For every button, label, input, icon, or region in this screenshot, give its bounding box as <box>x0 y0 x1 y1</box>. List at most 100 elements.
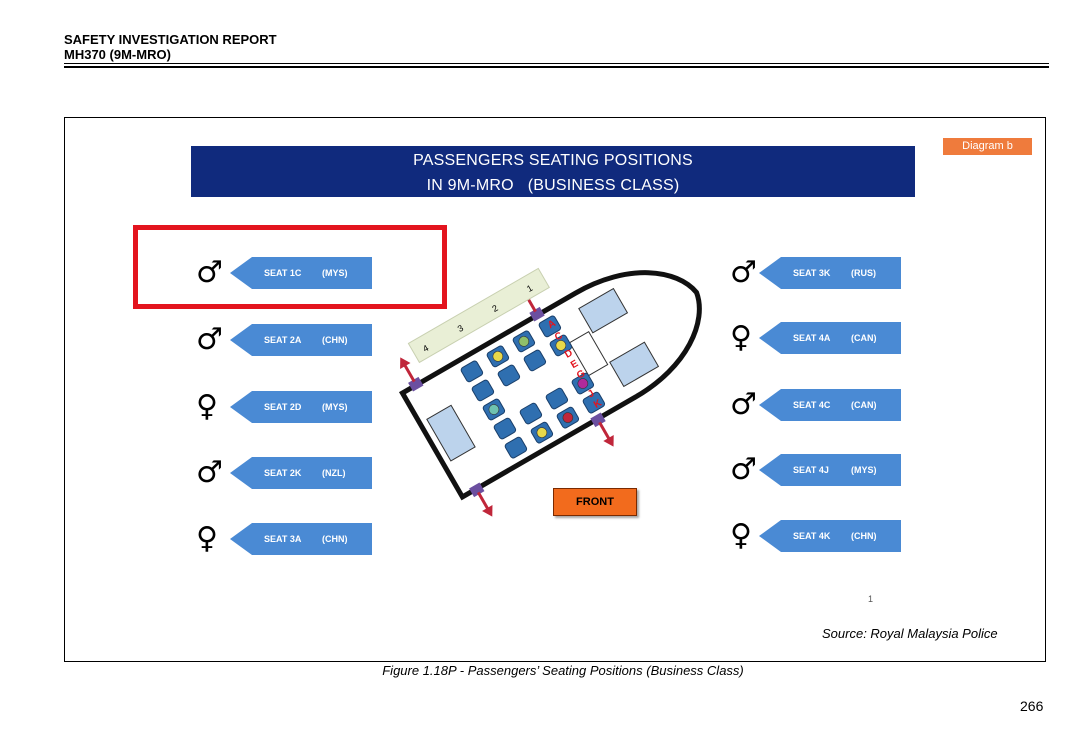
exit-door <box>529 306 545 322</box>
business-class-cabin-diagram: A C D E G J K 1 2 3 4 <box>399 267 702 517</box>
diagram-title-line1: PASSENGERS SEATING POSITIONS <box>413 152 693 169</box>
seat-tag: SEAT 2D (MYS) <box>230 391 372 423</box>
male-symbol-icon: ♂ <box>730 452 757 487</box>
exit-arrow <box>482 505 493 517</box>
header-rule-thin <box>64 63 1049 64</box>
cabin-seat <box>538 315 562 338</box>
seat-tag-arrow <box>230 324 372 356</box>
seat-nationality: (RUS) <box>851 268 876 278</box>
cabin-seat <box>471 379 495 402</box>
occupant-marker <box>518 336 530 347</box>
male-symbol-icon: ♂ <box>196 255 223 290</box>
seat-tag: SEAT 1C (MYS) <box>230 257 372 289</box>
page-number: 266 <box>1020 698 1044 714</box>
seat-nationality: (CAN) <box>851 333 877 343</box>
cabin-seat <box>582 391 606 414</box>
highlight-box-seat-1c <box>133 225 447 309</box>
seat-number: SEAT 4K <box>793 531 831 541</box>
seat-grid <box>460 315 606 459</box>
seat-tag-arrow <box>230 257 372 289</box>
occupant-marker <box>562 412 574 423</box>
male-symbol-icon: ♂ <box>730 387 757 422</box>
diagram-title-banner: PASSENGERS SEATING POSITIONS IN 9M-MRO (… <box>191 146 915 197</box>
seat-number: SEAT 4J <box>793 465 829 475</box>
seat-tag: SEAT 4A (CAN) <box>759 322 901 354</box>
report-header: SAFETY INVESTIGATION REPORT MH370 (9M-MR… <box>64 32 277 62</box>
exit-door <box>469 482 485 498</box>
female-symbol-icon: ♀ <box>730 518 752 553</box>
seat-tag: SEAT 2K (NZL) <box>230 457 372 489</box>
cabin-seat <box>460 360 484 383</box>
diagram-tag: Diagram b <box>943 138 1032 155</box>
report-title: SAFETY INVESTIGATION REPORT <box>64 32 277 47</box>
seat-nationality: (MYS) <box>851 465 877 475</box>
seat-tag: SEAT 2A (CHN) <box>230 324 372 356</box>
row-number-strip <box>407 267 550 364</box>
column-letter: J <box>586 388 596 400</box>
seat-nationality: (CHN) <box>322 335 348 345</box>
galley-block <box>578 287 629 334</box>
male-symbol-icon: ♂ <box>196 455 223 490</box>
seat-tag-arrow <box>230 523 372 555</box>
exit-door <box>590 412 606 428</box>
occupant-marker <box>555 340 567 351</box>
female-symbol-icon: ♀ <box>730 320 752 355</box>
seat-tag-arrow <box>759 454 901 486</box>
cabin-seat <box>504 436 528 459</box>
seat-number: SEAT 2A <box>264 335 302 345</box>
cabin-seat <box>519 402 543 425</box>
diagram-page-mark: 1 <box>868 594 874 604</box>
report-subtitle: MH370 (9M-MRO) <box>64 47 171 62</box>
seat-nationality: (CAN) <box>851 400 877 410</box>
seat-number: SEAT 3A <box>264 534 302 544</box>
exit-arrow <box>400 357 411 369</box>
header-rule-thick <box>64 66 1049 68</box>
cabin-seat <box>523 349 547 372</box>
row-number: 4 <box>421 343 430 354</box>
exit-door <box>408 376 424 392</box>
lavatory-block <box>568 330 609 377</box>
source-credit: Source: Royal Malaysia Police <box>822 626 998 641</box>
seat-nationality: (MYS) <box>322 402 348 412</box>
seat-number: SEAT 4A <box>793 333 831 343</box>
lavatory-block <box>426 404 476 462</box>
seat-number: SEAT 1C <box>264 268 302 278</box>
seat-nationality: (NZL) <box>322 468 346 478</box>
seat-number: SEAT 2K <box>264 468 302 478</box>
galley-block <box>609 341 660 388</box>
cabin-seat <box>493 417 517 440</box>
occupant-marker <box>492 351 504 362</box>
cabin-seat <box>497 364 521 387</box>
seat-tag: SEAT 4K (CHN) <box>759 520 901 552</box>
seat-tag-arrow <box>230 457 372 489</box>
female-symbol-icon: ♀ <box>196 521 218 556</box>
seat-number: SEAT 3K <box>793 268 831 278</box>
column-letter: E <box>569 358 581 371</box>
occupant-marker <box>488 404 500 415</box>
row-number: 1 <box>525 283 534 294</box>
occupant-marker <box>577 378 589 389</box>
seat-tag: SEAT 4C (CAN) <box>759 389 901 421</box>
diagram-title-line2: IN 9M-MRO (BUSINESS CLASS) <box>426 177 680 194</box>
fuselage-outline <box>399 270 702 501</box>
column-letter: A <box>546 318 558 331</box>
seat-number: SEAT 4C <box>793 400 831 410</box>
seat-tag: SEAT 4J (MYS) <box>759 454 901 486</box>
seat-tag-arrow <box>759 322 901 354</box>
column-letter: D <box>563 348 575 361</box>
seat-nationality: (MYS) <box>322 268 348 278</box>
seat-nationality: (CHN) <box>851 531 877 541</box>
seat-tag: SEAT 3K (RUS) <box>759 257 901 289</box>
seat-tag-arrow <box>230 391 372 423</box>
seat-tag: SEAT 3A (CHN) <box>230 523 372 555</box>
row-number: 3 <box>456 323 465 334</box>
column-letter: C <box>553 330 565 343</box>
seat-tag-arrow <box>759 389 901 421</box>
row-number: 2 <box>490 303 499 314</box>
occupant-marker <box>536 427 548 438</box>
seat-number: SEAT 2D <box>264 402 302 412</box>
exit-arrow <box>603 435 614 447</box>
seat-nationality: (CHN) <box>322 534 348 544</box>
male-symbol-icon: ♂ <box>196 322 223 357</box>
figure-frame <box>64 117 1046 662</box>
